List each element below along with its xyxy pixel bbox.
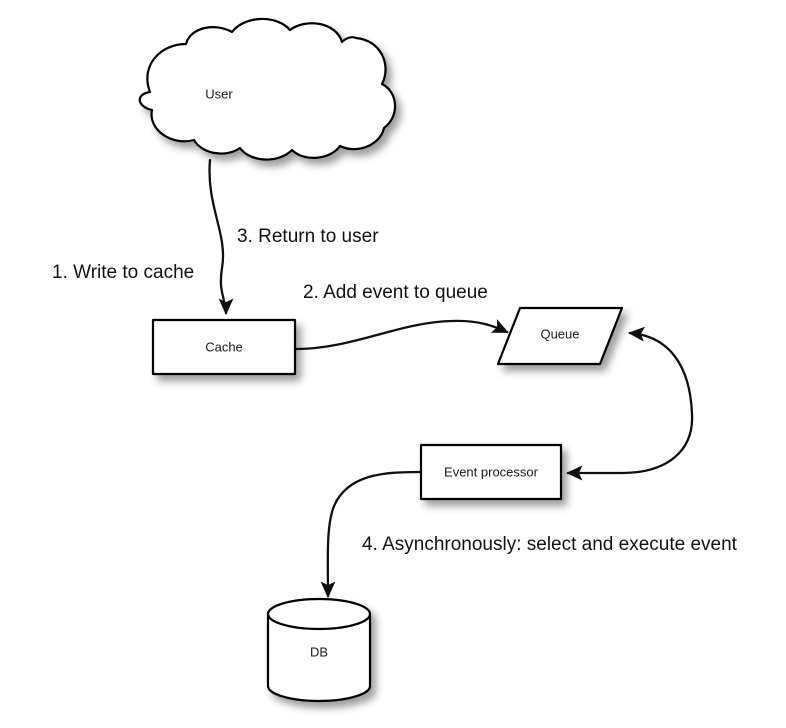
edge-label-step-4: 4. Asynchronously: select and execute ev… <box>362 534 738 555</box>
node-event-processor[interactable]: Event processor <box>419 443 563 501</box>
node-queue[interactable]: Queue <box>496 306 624 366</box>
node-event-processor-label: Event processor <box>444 464 539 479</box>
node-db[interactable]: DB <box>266 597 372 703</box>
edge-user-to-cache <box>208 158 234 316</box>
edge-label-step-2: 2. Add event to queue <box>303 282 488 303</box>
node-cache[interactable]: Cache <box>151 318 297 376</box>
edge-event-processor-to-db <box>320 470 422 599</box>
node-queue-label: Queue <box>540 326 579 341</box>
edge-queue-event-processor <box>565 326 694 481</box>
edge-label-step-3: 3. Return to user <box>237 226 379 247</box>
node-user-label: User <box>205 86 233 101</box>
edge-cache-to-queue <box>294 319 509 351</box>
edge-label-step-1: 1. Write to cache <box>52 262 194 283</box>
node-cache-label: Cache <box>205 339 243 354</box>
node-db-label: DB <box>310 644 328 659</box>
node-user[interactable]: User <box>138 17 397 161</box>
